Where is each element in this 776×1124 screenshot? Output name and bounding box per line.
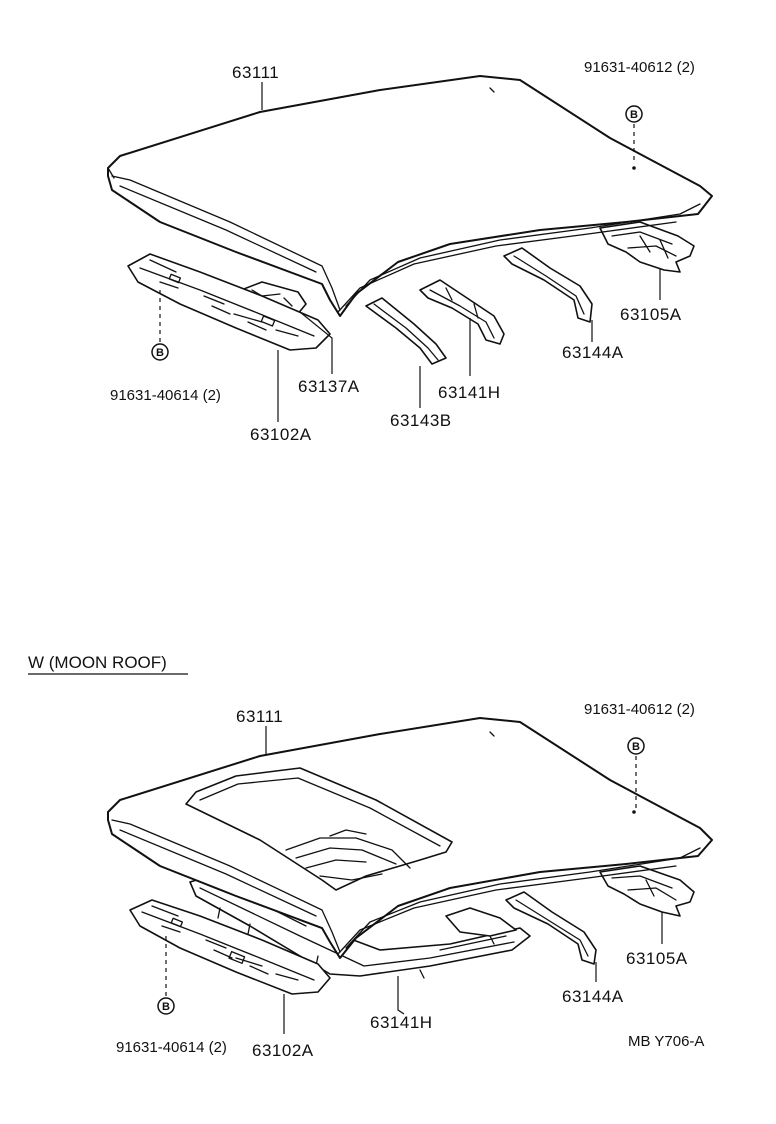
front-header-part	[129, 899, 331, 995]
label-bow-63143b: 63143B	[390, 411, 452, 430]
label-bolt-left-code: 91631-40614 (2)	[110, 387, 221, 404]
label-rear-reinforcement: 63105A	[626, 949, 688, 968]
bolt-marker-left: B	[157, 997, 175, 1015]
label-bow-63144a: 63144A	[562, 987, 624, 1006]
label-front-header: 63102A	[250, 425, 312, 444]
label-roof-panel: 63111	[232, 63, 279, 82]
front-header-part	[127, 253, 331, 351]
label-roof-panel: 63111	[236, 707, 283, 726]
label-bracket: 63137A	[298, 377, 360, 396]
bolt-marker-letter: B	[630, 109, 638, 121]
label-front-header: 63102A	[252, 1041, 314, 1060]
label-bow-63144a: 63144A	[562, 343, 624, 362]
bolt-marker-right: B	[625, 105, 643, 123]
bolt-marker-letter: B	[632, 741, 640, 753]
roof-bow-63143b	[365, 297, 447, 365]
rear-reinforcement-part	[599, 865, 695, 917]
label-bolt-right-code: 91631-40612 (2)	[584, 59, 695, 76]
roof-panel	[107, 717, 713, 959]
label-bow-63141h: 63141H	[438, 383, 501, 402]
label-rear-reinforcement: 63105A	[620, 305, 682, 324]
roof-bow-63144a	[505, 891, 597, 965]
moon-roof-section-heading: W (MOON ROOF)	[28, 653, 188, 675]
bolt-marker-right: B	[627, 737, 645, 755]
rear-reinforcement-part	[599, 221, 695, 273]
bolt-marker-letter: B	[162, 1001, 170, 1013]
section-title: W (MOON ROOF)	[28, 653, 167, 672]
upper-diagram: B B 63111 91631-40612 (2) 63105A 63144A …	[107, 59, 713, 444]
roof-panel	[107, 75, 713, 317]
leader-frame	[397, 976, 405, 1015]
lower-diagram: B B 63111 91631-40612 (2) 63105A 63144A …	[107, 701, 713, 1060]
leader-bracket	[299, 311, 333, 374]
diagram-code: MB Y706-A	[628, 1033, 704, 1050]
label-bolt-right-code: 91631-40612 (2)	[584, 701, 695, 718]
label-frame: 63141H	[370, 1013, 433, 1032]
roof-bow-63141h	[419, 279, 505, 345]
roof-bow-63144a	[503, 247, 593, 323]
bolt-marker-left: B	[151, 343, 169, 361]
label-bolt-left-code: 91631-40614 (2)	[116, 1039, 227, 1056]
bolt-marker-letter: B	[156, 347, 164, 359]
